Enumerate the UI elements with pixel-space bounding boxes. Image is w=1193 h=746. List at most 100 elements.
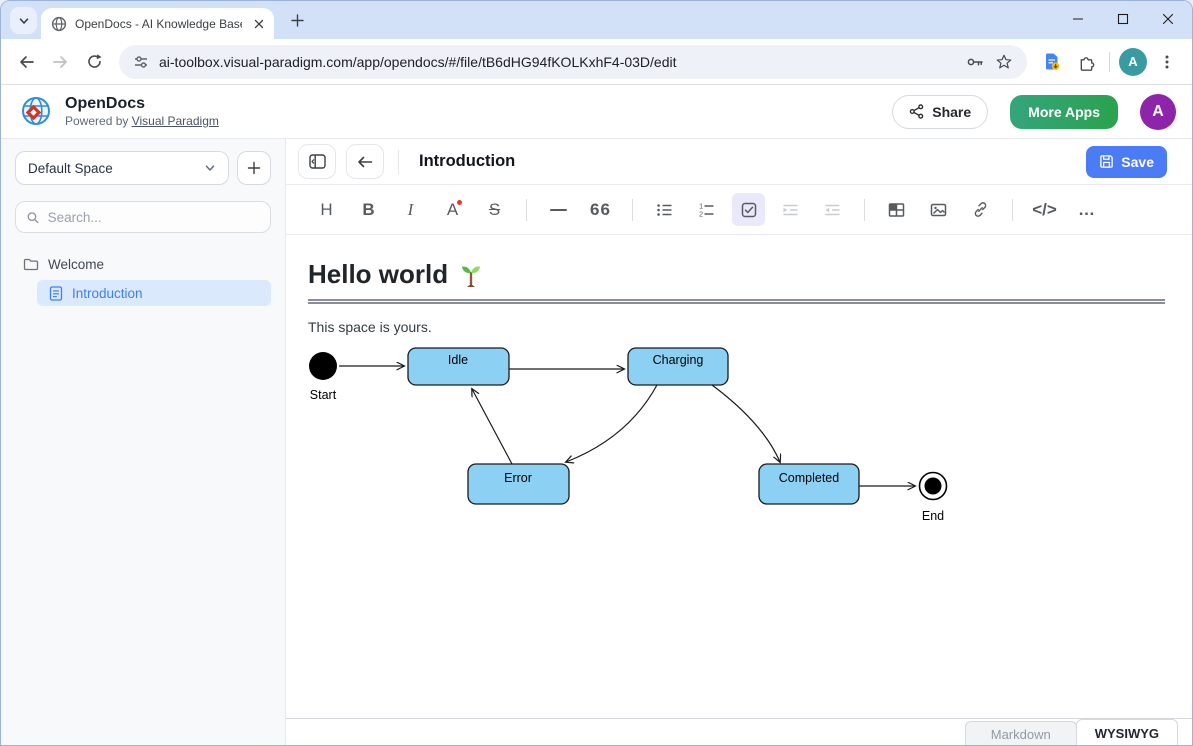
state-label-error: Error [504,471,532,485]
url-text[interactable]: ai-toolbox.visual-paradigm.com/app/opend… [159,53,677,70]
blockquote-button[interactable]: 66 [590,199,611,219]
navbar-separator [1109,51,1110,72]
site-settings-icon [135,55,147,68]
state-label-charging: Charging [653,353,704,367]
bold-button[interactable]: B [362,199,375,219]
back-arrow-icon [358,156,373,167]
document-title: Introduction [419,152,516,170]
share-button[interactable]: Share [892,94,989,129]
address-bar[interactable]: ai-toolbox.visual-paradigm.com/app/opend… [119,44,1027,79]
forward-button[interactable] [43,45,77,79]
outdent-button[interactable] [816,193,849,226]
state-node-idle[interactable] [407,347,510,386]
final-state-inner [924,477,942,495]
insert-image-button[interactable] [922,193,955,226]
code-button[interactable]: </> [1032,199,1057,219]
reload-button[interactable] [77,45,111,79]
state-diagram[interactable]: Start Idle Charging Error Completed End [308,338,968,530]
toolbar-separator [1012,198,1013,221]
search-icon [27,211,39,223]
image-icon [930,203,947,216]
browser-avatar: A [1119,47,1147,76]
tree-item-introduction[interactable]: Introduction [37,280,271,306]
indent-icon [783,204,798,215]
reload-icon [87,54,102,68]
bookmark-star-icon[interactable] [995,53,1013,71]
toggle-sidebar-button[interactable] [298,144,336,179]
state-node-charging[interactable] [627,347,729,386]
brand-block: OpenDocs Powered by Visual Paradigm [65,95,219,127]
docs-extension-button[interactable] [1035,45,1069,79]
heading-button[interactable]: H [320,199,333,219]
checkbox-icon [741,202,756,217]
plus-icon [290,13,304,27]
horizontal-rule-button[interactable] [542,193,575,226]
markdown-mode-tab[interactable]: Markdown [964,721,1077,745]
kebab-menu-icon [1165,55,1169,68]
maximize-icon [1117,13,1128,25]
save-floppy-icon [1100,155,1114,168]
task-list-button[interactable] [732,193,765,226]
forward-arrow-icon [52,55,67,68]
doc-heading: Hello world [308,259,449,289]
link-icon [974,202,987,217]
space-selector-value: Default Space [28,160,113,176]
editor-content[interactable]: Hello world This space is yours. [286,235,1192,718]
tab-title: OpenDocs - AI Knowledge Base [75,16,242,31]
back-to-docs-button[interactable] [346,144,384,179]
insert-link-button[interactable] [964,193,997,226]
search-box[interactable] [15,201,271,233]
italic-button[interactable]: I [407,199,414,219]
more-apps-button[interactable]: More Apps [1010,94,1118,129]
browser-profile-button[interactable]: A [1116,45,1150,79]
add-space-button[interactable] [237,151,271,185]
save-button[interactable]: Save [1086,145,1167,178]
strikethrough-button[interactable]: S [488,199,501,219]
table-icon [888,202,905,217]
browser-menu-button[interactable] [1150,45,1184,79]
main-panel: Introduction Save H B I A S 66 [286,139,1192,745]
heading-row: Hello world [308,259,1165,304]
color-dot [457,200,462,205]
indent-button[interactable] [774,193,807,226]
new-tab-button[interactable] [284,7,310,33]
folder-icon [23,258,39,270]
document-download-icon [1046,53,1060,70]
more-tools-button[interactable]: … [1078,199,1095,219]
minimize-button[interactable] [1055,1,1100,37]
toolbar-separator [526,198,527,221]
close-window-button[interactable] [1145,1,1190,37]
tab-search-button[interactable] [10,7,37,34]
insert-table-button[interactable] [880,193,913,226]
space-selector[interactable]: Default Space [15,151,229,185]
sidebar: Default Space Welcome Introduction [1,139,286,745]
document-tree: Welcome Introduction [15,251,271,306]
extensions-button[interactable] [1069,45,1103,79]
search-input[interactable] [47,209,260,225]
user-avatar[interactable]: A [1140,93,1176,130]
edge-charging-completed [711,384,780,462]
text-color-button[interactable]: A [436,193,469,226]
bullet-list-icon [657,203,672,216]
save-label: Save [1121,153,1154,170]
share-icon [910,104,924,119]
state-node-error[interactable] [467,463,570,505]
password-key-icon[interactable] [966,54,985,70]
favicon-globe-icon [51,16,67,31]
maximize-button[interactable] [1100,1,1145,37]
browser-tab[interactable]: OpenDocs - AI Knowledge Base [41,8,274,39]
bullet-list-button[interactable] [648,193,681,226]
toolbar-separator [632,198,633,221]
tree-item-welcome[interactable]: Welcome [15,251,271,277]
document-icon [49,285,63,301]
state-node-completed[interactable] [758,463,860,505]
edge-charging-error [566,384,658,462]
back-button[interactable] [9,45,43,79]
window-controls [1055,1,1190,39]
visual-paradigm-link[interactable]: Visual Paradigm [131,113,219,128]
tab-close-button[interactable] [250,15,268,33]
initial-state-node[interactable] [309,352,337,380]
wysiwyg-mode-tab[interactable]: WYSIWYG [1075,719,1178,745]
